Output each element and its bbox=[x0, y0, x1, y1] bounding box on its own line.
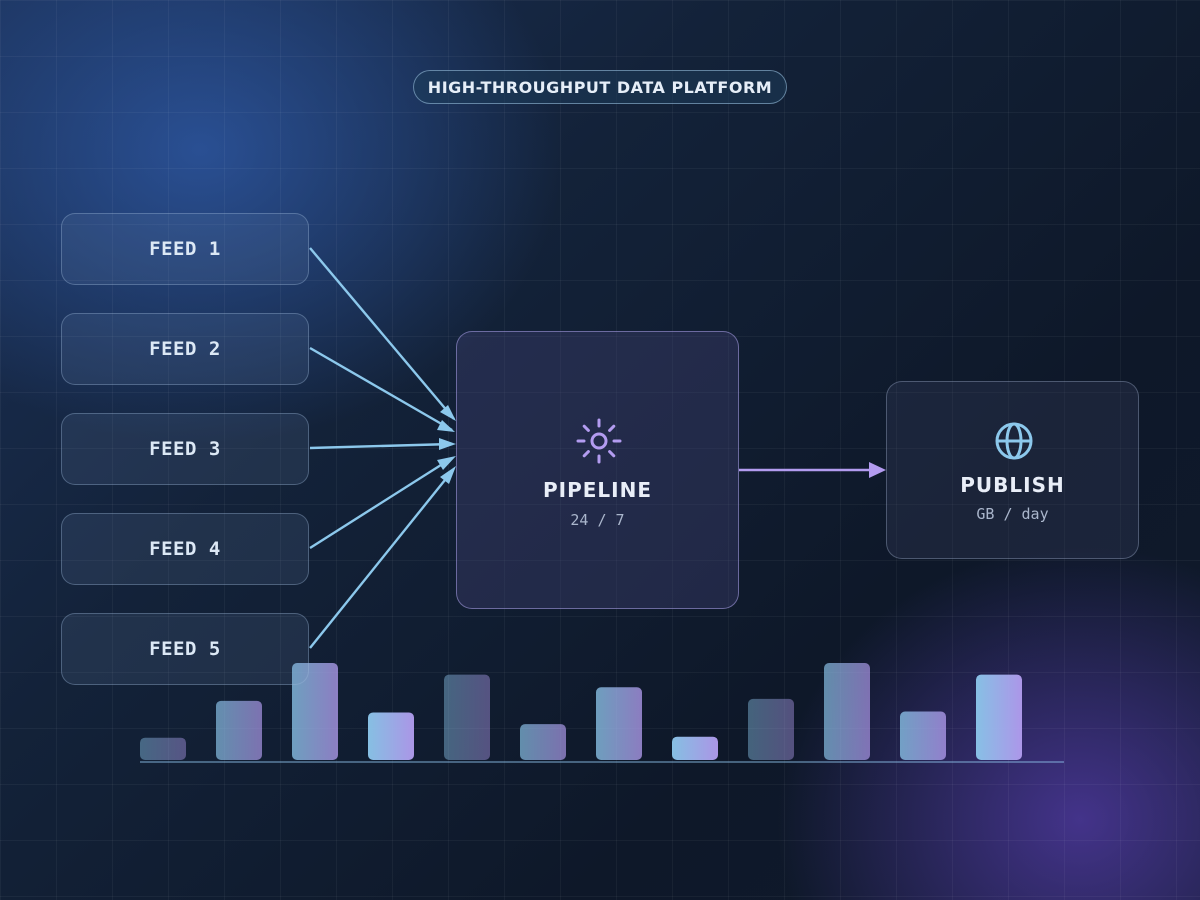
feed-node-5: FEED 5 bbox=[61, 613, 309, 685]
publish-label: PUBLISH bbox=[960, 473, 1065, 497]
feed-node-2: FEED 2 bbox=[61, 313, 309, 385]
publish-node: PUBLISH GB / day bbox=[886, 381, 1139, 559]
feed-node-4: FEED 4 bbox=[61, 513, 309, 585]
page-title: HIGH-THROUGHPUT DATA PLATFORM bbox=[413, 70, 787, 104]
gear-icon bbox=[576, 418, 622, 464]
pipeline-sublabel: 24 / 7 bbox=[570, 511, 625, 529]
pipeline-label: PIPELINE bbox=[542, 478, 652, 502]
globe-icon bbox=[995, 422, 1033, 460]
feed-node-3: FEED 3 bbox=[61, 413, 309, 485]
publish-sublabel: GB / day bbox=[976, 505, 1049, 523]
pipeline-node: PIPELINE 24 / 7 bbox=[456, 331, 739, 609]
feed-node-1: FEED 1 bbox=[61, 213, 309, 285]
